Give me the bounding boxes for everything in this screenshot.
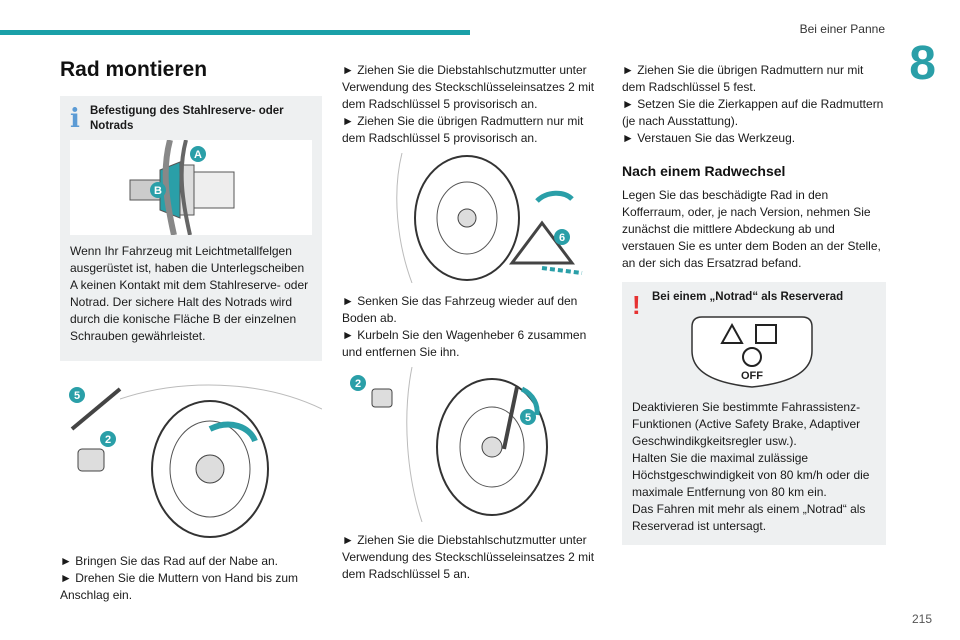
page-number: 215 xyxy=(911,612,932,626)
chapter-number: 8 xyxy=(909,37,936,90)
info-box-title: Befestigung des Stahlreserve- oder Notra… xyxy=(90,105,284,132)
warning-box-title: Bei einem „Notrad“ als Reserverad xyxy=(652,291,844,303)
subtitle: Nach einem Radwechsel xyxy=(622,163,786,179)
warning-box: ! Bei einem „Notrad“ als Reserverad OFF … xyxy=(622,282,886,545)
step-1: ► Bringen Sie das Rad auf der Nabe an. xyxy=(60,554,279,568)
warning-icon: ! xyxy=(632,290,641,320)
wheel-mounting-illustration: 5 2 xyxy=(60,369,322,539)
jack-lowering-illustration: 6 xyxy=(342,153,604,283)
info-box-text: Wenn Ihr Fahrzeug mit Leichtmetallfelgen… xyxy=(70,244,309,343)
step-2: ► Drehen Sie die Muttern von Hand bis zu… xyxy=(60,571,298,602)
column-3: ► Ziehen Sie die übrigen Radmuttern nur … xyxy=(622,62,886,553)
step-3: ► Ziehen Sie die Diebstahlschutzmutter u… xyxy=(342,63,595,111)
label-6: 6 xyxy=(559,232,565,244)
column-2: ► Ziehen Sie die Diebstahlschutzmutter u… xyxy=(342,62,604,583)
warning-line-2: Halten Sie die maximal zulässige Höchstg… xyxy=(632,451,870,499)
step-5: ► Senken Sie das Fahrzeug wieder auf den… xyxy=(342,294,578,325)
wheel-tightening-illustration: 2 5 xyxy=(342,367,604,522)
page-title: Rad montieren xyxy=(60,58,208,81)
step-6: ► Kurbeln Sie den Wagenheber 6 zusammen … xyxy=(342,328,587,359)
info-box: i Befestigung des Stahlreserve- oder Not… xyxy=(60,96,322,361)
after-change-paragraph: Legen Sie das beschädigte Rad in den Kof… xyxy=(622,188,881,270)
step-4: ► Ziehen Sie die übrigen Radmuttern nur … xyxy=(342,114,584,145)
header-accent-bar xyxy=(0,30,470,35)
step-7: ► Ziehen Sie die Diebstahlschutzmutter u… xyxy=(342,533,595,581)
sticker-off-text: OFF xyxy=(741,370,763,382)
warning-line-3: Das Fahren mit mehr als einem „Notrad“ a… xyxy=(632,502,866,533)
info-icon: i xyxy=(70,104,80,134)
label-b: B xyxy=(154,185,162,197)
label-5b: 5 xyxy=(525,412,531,424)
warning-line-1: Deaktivieren Sie bestimmte Fahrassistenz… xyxy=(632,400,861,448)
bolt-illustration: A B xyxy=(70,139,312,236)
label-5: 5 xyxy=(74,390,80,402)
label-2b: 2 xyxy=(355,378,361,390)
step-9: ► Setzen Sie die Zierkappen auf die Radm… xyxy=(622,97,884,128)
step-8: ► Ziehen Sie die übrigen Radmuttern nur … xyxy=(622,63,864,94)
label-a: A xyxy=(194,149,202,161)
section-title: Bei einer Panne xyxy=(799,22,885,36)
sticker-illustration: OFF xyxy=(632,311,876,391)
step-10: ► Verstauen Sie das Werkzeug. xyxy=(622,131,796,145)
label-2: 2 xyxy=(105,434,111,446)
column-1: Rad montieren i Befestigung des Stahlres… xyxy=(60,56,322,604)
